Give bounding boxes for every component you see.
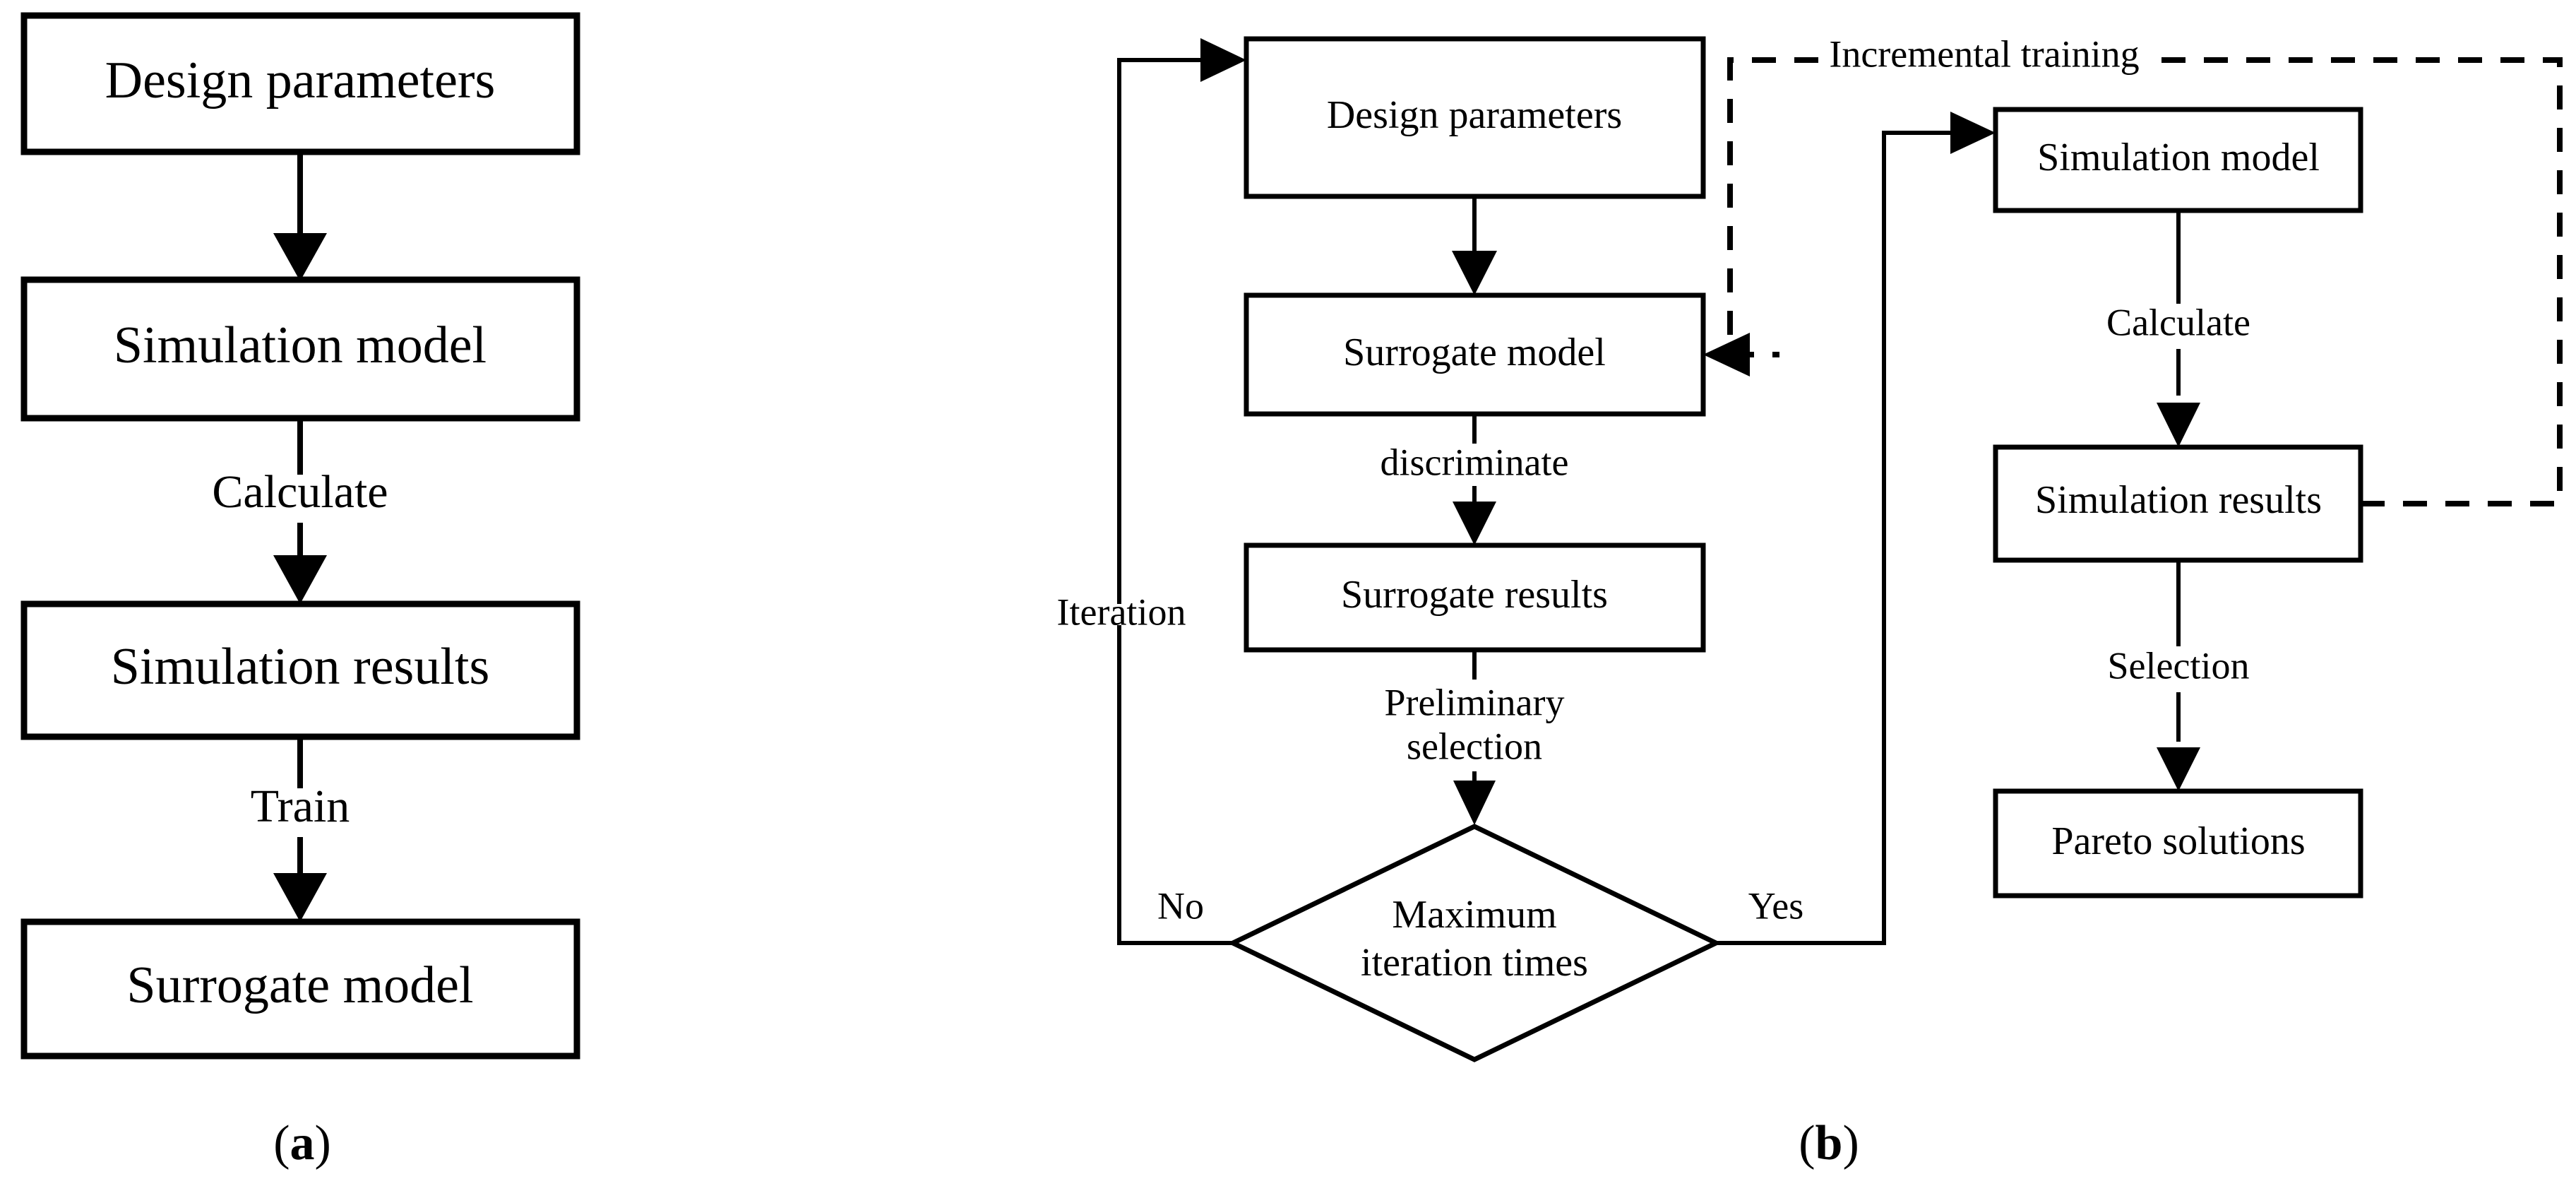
node-a-simulation-results-label: Simulation results — [111, 638, 490, 696]
edge-b-no-path-lower — [1117, 625, 1233, 945]
node-a-design-parameters[interactable] — [20, 12, 580, 155]
node-b-max-iteration-label-line1: Maximum — [1392, 893, 1556, 937]
edge-a-3-arrowhead — [273, 873, 327, 922]
edge-b-sr-dec-label-line1: Preliminary — [1385, 681, 1565, 723]
edge-b-simres-pareto-label: Selection — [2108, 644, 2250, 687]
edge-b-sm-sr-label: discriminate — [1381, 441, 1569, 483]
edge-b-iteration-label: Iteration — [1057, 591, 1186, 633]
edge-a-2-label: Calculate — [212, 466, 388, 518]
node-b-simulation-model-label: Simulation model — [2037, 136, 2320, 179]
edge-a-3-label: Train — [251, 781, 350, 832]
edge-b-sr-dec-label-line2: selection — [1407, 725, 1542, 767]
node-b-simulation-results[interactable] — [1993, 444, 2363, 563]
panel-a-group: Design parameters Simulation model Calcu… — [20, 12, 580, 1170]
panel-a-caption-prefix: ( — [273, 1116, 290, 1170]
edge-b-simmodel-simres-label: Calculate — [2106, 301, 2250, 343]
node-a-design-parameters-label: Design parameters — [105, 52, 496, 109]
node-a-simulation-model-label: Simulation model — [114, 316, 487, 374]
node-a-simulation-model[interactable] — [20, 276, 580, 422]
edge-b-incremental-path-right — [2147, 57, 2563, 506]
node-a-simulation-results[interactable] — [20, 600, 580, 740]
panel-a-caption-letter: a — [290, 1116, 315, 1170]
edge-b-simres-pareto-arrowhead — [2157, 747, 2200, 791]
node-b-surrogate-results-label: Surrogate results — [1341, 573, 1608, 617]
edge-b-yes-arrowhead — [1950, 112, 1996, 154]
edge-b-incremental-path-left — [1727, 57, 1818, 355]
node-b-simulation-results-label: Simulation results — [2035, 478, 2322, 522]
node-b-pareto-solutions[interactable] — [1993, 788, 2363, 898]
node-b-max-iteration-label-line2: iteration times — [1361, 941, 1588, 985]
node-b-design-parameters-label: Design parameters — [1327, 93, 1622, 137]
node-b-pareto-solutions-label: Pareto solutions — [2051, 819, 2305, 863]
node-b-surrogate-results[interactable] — [1244, 542, 1706, 653]
edge-b-sr-dec-arrowhead — [1453, 781, 1496, 825]
panel-b-caption-prefix: ( — [1799, 1116, 1815, 1170]
panel-b-caption-letter: b — [1815, 1116, 1843, 1170]
edge-b-sm-sr-arrowhead — [1453, 502, 1496, 545]
panel-a-caption-suffix: ) — [315, 1116, 331, 1170]
edge-b-yes-label: Yes — [1748, 884, 1804, 927]
node-a-surrogate-model[interactable] — [20, 918, 580, 1060]
node-b-surrogate-model-label: Surrogate model — [1343, 331, 1606, 374]
edge-b-incremental-arrowhead — [1703, 333, 1750, 376]
edge-b-incremental-label: Incremental training — [1829, 32, 2139, 75]
node-b-max-iteration-diamond[interactable] — [1227, 824, 1722, 1062]
node-b-design-parameters[interactable] — [1244, 36, 1706, 199]
panel-b-group: Design parameters Surrogate model discri… — [1057, 32, 2563, 1170]
edge-b-dp-sm-arrowhead — [1452, 251, 1497, 295]
edge-b-yes-path — [1716, 131, 1963, 945]
edge-b-simmodel-simres-arrowhead — [2157, 403, 2200, 447]
edge-b-no-arrowhead — [1200, 38, 1246, 82]
node-b-simulation-model[interactable] — [1993, 107, 2363, 213]
node-b-surrogate-model[interactable] — [1244, 292, 1706, 417]
panel-b-caption: (b) — [1799, 1116, 1859, 1170]
edge-b-no-label: No — [1157, 884, 1204, 927]
edge-a-1-arrowhead — [273, 233, 327, 281]
edge-b-no-path-upper — [1117, 58, 1211, 604]
node-a-surrogate-model-label: Surrogate model — [126, 956, 473, 1014]
panel-a-caption: (a) — [273, 1116, 331, 1170]
edge-a-2-arrowhead — [273, 555, 327, 604]
panel-b-caption-suffix: ) — [1842, 1116, 1859, 1170]
